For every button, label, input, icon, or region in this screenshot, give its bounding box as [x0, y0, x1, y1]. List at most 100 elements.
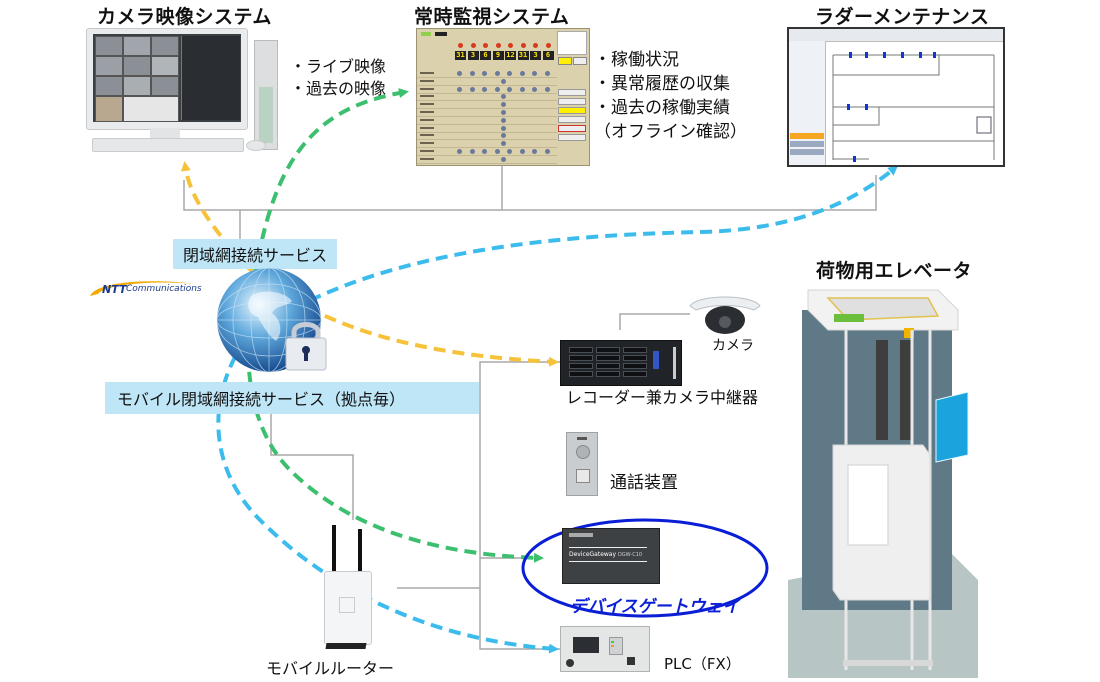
ntt-logo-mark: NTT — [102, 283, 127, 296]
status-dot — [494, 149, 500, 154]
ntt-logo-text: Communications — [126, 284, 202, 294]
status-dot — [532, 149, 537, 154]
top-bus-lines — [183, 165, 877, 245]
status-dot — [544, 149, 550, 154]
pc-tower — [254, 40, 278, 150]
alarm-led — [458, 43, 463, 48]
pc-monitor — [86, 28, 248, 130]
monitoring-system-bullets: ・稼働状況 ・異常履歴の収集 ・過去の稼働実績 （オフライン確認） — [594, 48, 747, 144]
monitor-side-buttons — [558, 89, 586, 141]
plc-device-icon — [560, 626, 650, 672]
ladder-editor-screen — [787, 27, 1005, 167]
camera-system-title: カメラ映像システム — [97, 6, 272, 28]
camera-branch — [619, 313, 690, 330]
status-dot — [519, 86, 525, 92]
bullet-live-video: ・ライブ映像 — [290, 57, 387, 76]
pc-mouse — [246, 140, 266, 151]
drive-bay — [623, 363, 647, 369]
status-dot — [507, 149, 512, 154]
counter-display: 31 — [455, 51, 466, 60]
status-dot — [519, 149, 525, 154]
status-dot — [500, 125, 506, 131]
bullet-past-video: ・過去の映像 — [290, 79, 387, 98]
status-dot — [500, 156, 506, 162]
monitoring-system-title: 常時監視システム — [414, 6, 570, 28]
top-bus — [183, 175, 877, 211]
drive-bay — [596, 363, 620, 369]
status-dot-grid — [417, 69, 557, 164]
alarm-led — [495, 43, 501, 48]
camera-system-pc — [86, 28, 286, 158]
gateway-highlight-ellipse — [521, 518, 769, 618]
status-dot — [500, 110, 506, 115]
drive-bay — [596, 355, 620, 361]
recorder-label: レコーダー兼カメラ中継器 — [566, 388, 759, 407]
counter-display: 3 — [467, 51, 479, 60]
status-dot — [544, 71, 550, 76]
status-dot — [500, 141, 506, 147]
green-flow-to-monitoring — [260, 88, 409, 241]
blue-flow-to-plc — [216, 338, 559, 654]
status-dot — [500, 102, 506, 108]
router-uplink — [270, 405, 354, 520]
status-dot — [507, 86, 512, 92]
recorder-device-icon — [560, 340, 682, 386]
counter-display: 6 — [542, 51, 554, 60]
alarm-led — [483, 43, 488, 48]
status-dot — [494, 86, 500, 92]
gateway-product-name: DeviceGateway DGW-C10 — [569, 551, 643, 558]
status-dot — [544, 86, 550, 92]
drive-bay — [569, 363, 593, 369]
counter-display: 31 — [517, 51, 529, 60]
status-dot — [519, 71, 525, 76]
status-dot — [469, 86, 475, 92]
counter-display: 3 — [530, 51, 541, 60]
status-dot — [469, 71, 475, 76]
yellow-flow-to-camera-system — [180, 161, 247, 267]
drive-bay — [623, 371, 647, 377]
freight-elevator-illustration — [788, 280, 978, 682]
drive-bay — [596, 371, 620, 377]
status-dot — [507, 71, 512, 76]
counter-display: 12 — [505, 51, 516, 60]
status-dot — [500, 133, 506, 139]
device-gateway-icon: DeviceGateway DGW-C10 — [562, 528, 660, 584]
drive-bay — [569, 347, 593, 353]
status-dot — [500, 117, 506, 123]
dome-camera-icon — [688, 292, 762, 336]
drive-bay — [569, 371, 593, 377]
alarm-led — [520, 43, 526, 48]
alarm-led — [508, 43, 513, 48]
status-dot — [482, 71, 487, 76]
alarm-led — [470, 43, 476, 48]
device-gateway-label: デバイスゲートウェイ — [570, 597, 740, 617]
alarm-led — [545, 43, 551, 48]
intercom-device-icon — [566, 432, 598, 496]
lock-icon — [282, 318, 330, 372]
status-dot — [457, 86, 462, 92]
status-dot — [500, 94, 506, 100]
counter-display: 6 — [480, 51, 491, 60]
mobile-router-label: モバイルルーター — [266, 659, 395, 678]
plc-label: PLC（FX） — [664, 655, 741, 673]
elevator-title: 荷物用エレベータ — [816, 260, 973, 282]
bottom-bus-lines — [270, 313, 690, 650]
status-dot — [457, 149, 462, 154]
pc-screen — [93, 34, 241, 122]
intercom-label: 通話装置 — [610, 473, 678, 493]
pc-keyboard — [92, 138, 244, 152]
camera-system-bullets: ・ライブ映像 ・過去の映像 — [290, 56, 386, 100]
status-dot — [494, 71, 500, 76]
drive-bay — [596, 347, 620, 353]
alarm-led — [533, 43, 538, 48]
blue-flow-to-ladder — [243, 165, 899, 342]
drive-bay — [623, 347, 647, 353]
status-dot — [532, 71, 537, 76]
bullet-error-history: ・異常履歴の収集 — [594, 74, 730, 94]
mobile-router-icon — [320, 525, 378, 653]
counter-display: 9 — [492, 51, 504, 60]
device-bus — [479, 361, 560, 650]
status-dot — [457, 71, 462, 76]
